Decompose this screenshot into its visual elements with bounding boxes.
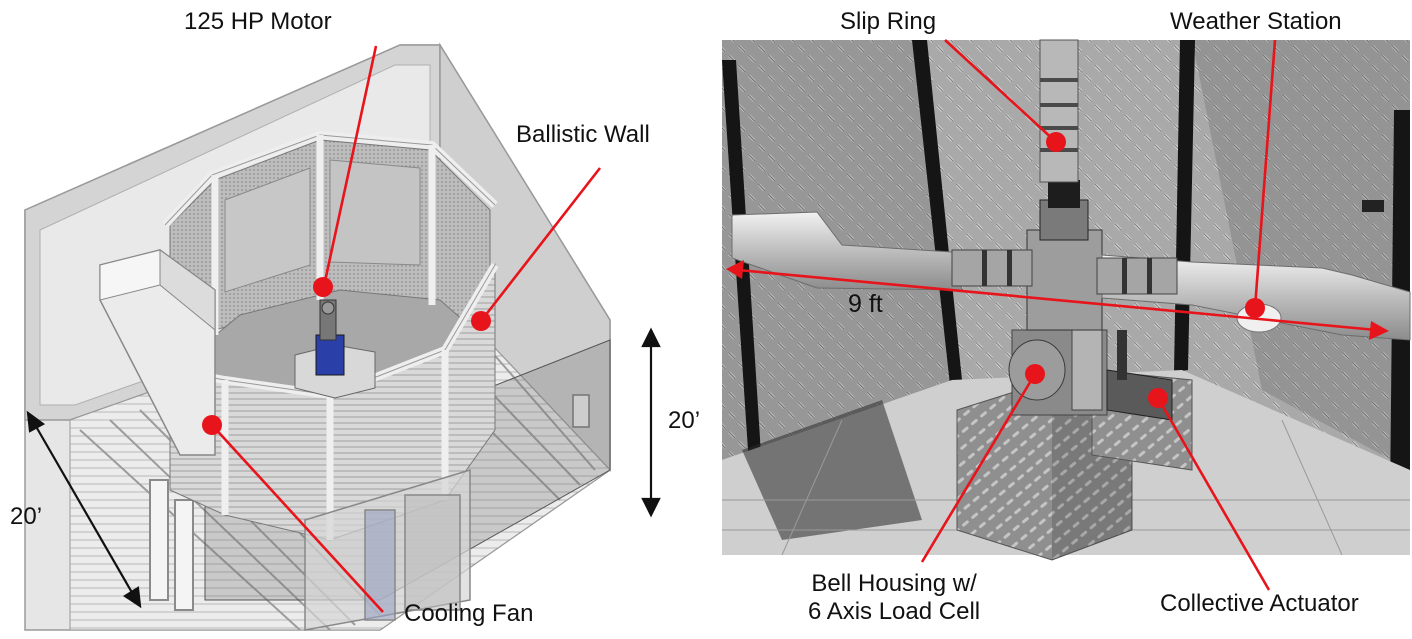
cooling-fan-duct xyxy=(99,249,216,456)
motor-leader-line xyxy=(322,45,378,287)
camera xyxy=(1362,200,1384,212)
height-dimension-label: 20’ xyxy=(668,407,701,434)
bell-housing-label: Bell Housing w/ 6 Axis Load Cell xyxy=(808,570,980,625)
bell-housing-callout-dot xyxy=(1025,364,1045,384)
bell-housing-label-line2: 6 Axis Load Cell xyxy=(808,597,981,625)
cad-drawing xyxy=(24,42,661,631)
motor-callout-dot xyxy=(313,277,333,297)
ballistic-wall-label: Ballistic Wall xyxy=(516,121,650,148)
test-stand xyxy=(294,299,376,399)
depth-dimension-label: 20’ xyxy=(10,503,43,530)
weather-leader-line xyxy=(1253,39,1277,309)
wall-leader-line xyxy=(479,167,602,322)
cooling-fan-label: Cooling Fan xyxy=(404,600,534,627)
front-door xyxy=(304,468,471,631)
depth-dimension-arrow xyxy=(26,410,142,609)
slip-ring-column xyxy=(1039,39,1079,183)
motor-label: 125 HP Motor xyxy=(184,8,332,35)
bell-housing-label-line1: Bell Housing w/ xyxy=(811,570,977,597)
fan-callout-dot xyxy=(202,415,222,435)
collective-callout-dot xyxy=(1148,388,1168,408)
rotor-span-label: 9 ft xyxy=(848,290,883,318)
height-dimension-arrow xyxy=(641,327,661,518)
collective-leader-line xyxy=(1156,397,1271,591)
rotor-photo-panel: Slip Ring Weather Station 9 ft Bell Hous… xyxy=(722,0,1412,639)
bell-housing-leader-line xyxy=(920,373,1037,563)
cad-drawing-panel: 125 HP Motor Ballistic Wall Cooling Fan … xyxy=(0,0,700,639)
weather-callout-dot xyxy=(1245,298,1265,318)
rotor-photo xyxy=(722,39,1411,591)
slip-ring-callout-dot xyxy=(1046,132,1066,152)
wall-callout-dot xyxy=(471,311,491,331)
weather-station-label: Weather Station xyxy=(1170,8,1342,35)
collective-actuator-label: Collective Actuator xyxy=(1160,590,1359,617)
rotor-span-arrow xyxy=(726,260,1389,340)
slip-ring-label: Slip Ring xyxy=(840,8,937,35)
slip-ring-leader-line xyxy=(944,39,1057,143)
bell-housing xyxy=(1008,319,1108,416)
fan-leader-line xyxy=(211,424,384,613)
